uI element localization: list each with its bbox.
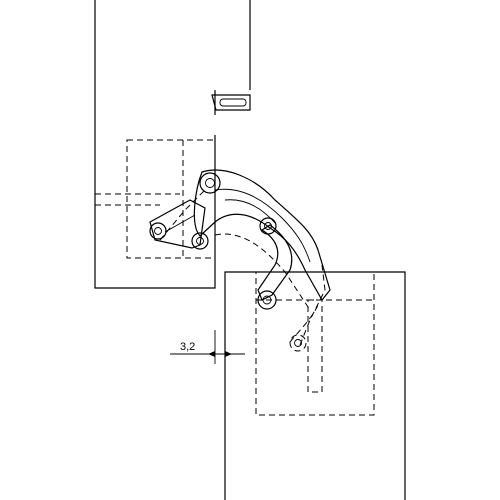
pivot-pin-hidden xyxy=(289,334,307,352)
dimension-gap: 3,2 xyxy=(170,330,245,364)
pivot-pin-center xyxy=(259,217,277,235)
pivot-pin-left xyxy=(149,222,167,240)
left-link-arm xyxy=(149,199,206,249)
main-link-arm xyxy=(193,169,331,302)
slot-pocket xyxy=(211,94,251,111)
upper-panel xyxy=(94,0,251,289)
dimension-label: 3,2 xyxy=(180,341,195,353)
pivot-pins xyxy=(149,172,307,352)
pivot-pin-top xyxy=(199,172,221,194)
secondary-link-arm xyxy=(257,224,293,301)
lower-panel xyxy=(224,271,406,500)
pivot-pin-bottom xyxy=(257,290,277,310)
lower-recess-hidden xyxy=(255,271,375,416)
upper-recess-hidden xyxy=(126,139,216,259)
slot-inner xyxy=(219,98,247,107)
pivot-pin-center-left xyxy=(191,232,209,250)
